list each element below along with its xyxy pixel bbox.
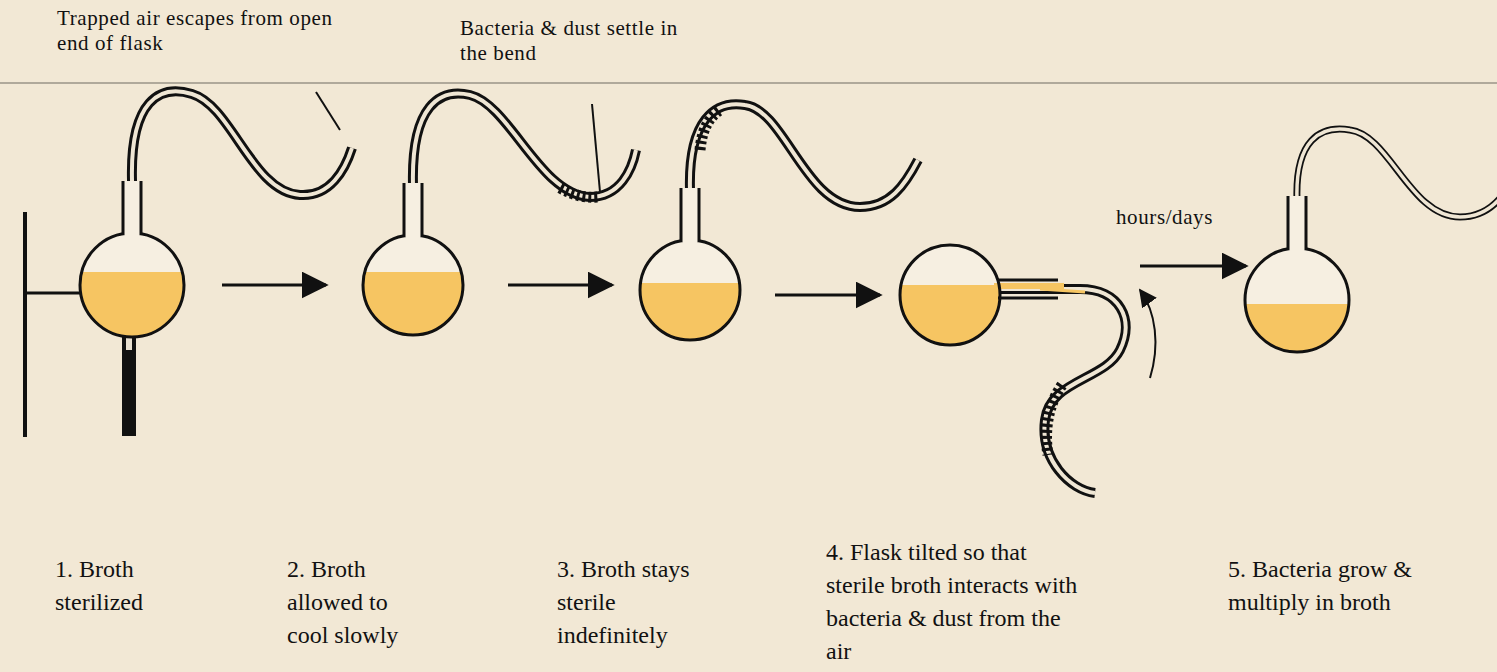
flask-tube-bore <box>413 94 636 236</box>
step-caption: 3. Broth stays sterile indefinitely <box>557 553 729 652</box>
flask-tube-bore <box>690 104 918 241</box>
broth <box>361 272 465 372</box>
tilt-arrow <box>1140 290 1155 378</box>
flask-neck-fill <box>681 188 699 242</box>
step-arrow <box>1140 265 1246 268</box>
flask-bulb <box>1245 248 1349 352</box>
flask-bulb <box>363 235 463 335</box>
dust-deposit <box>700 110 720 150</box>
dust-deposit <box>560 188 598 197</box>
flask-neck <box>123 181 141 235</box>
step-caption: 1. Broth sterilized <box>55 553 205 619</box>
stand-clamp <box>25 292 82 295</box>
leader-line <box>592 104 600 192</box>
stand-rod <box>23 212 27 437</box>
dust-deposit <box>1047 385 1062 455</box>
step-arrow <box>775 294 880 297</box>
flask-tube <box>413 94 636 236</box>
flask-tube-bore <box>132 91 352 236</box>
flask-neck-fill <box>404 183 422 237</box>
note-label: Trapped air escapes from open end of fla… <box>57 6 347 56</box>
swan-neck-flask <box>361 94 636 372</box>
rule-line <box>0 82 1497 83</box>
leader-line <box>316 92 340 130</box>
broth <box>1243 304 1351 408</box>
swan-neck-flask <box>898 245 1126 493</box>
step-arrow <box>222 284 326 287</box>
flask-neck <box>998 280 1058 298</box>
flask-neck-fill <box>123 181 141 235</box>
flask-tube <box>1297 129 1497 250</box>
step-arrow <box>508 284 612 287</box>
flask-tube-bore <box>998 289 1126 493</box>
flask-bulb <box>80 233 184 337</box>
flask-neck-fill <box>1288 196 1306 250</box>
broth <box>78 272 186 376</box>
flask-tube <box>998 289 1126 493</box>
flask-tube <box>690 104 918 241</box>
note-label: Bacteria & dust settle in the bend <box>460 16 700 66</box>
step-caption: 5. Bacteria grow & multiply in broth <box>1228 553 1420 619</box>
flask-tube <box>132 91 352 236</box>
broth <box>638 283 742 383</box>
flask-neck <box>1288 196 1306 250</box>
flask-bulb <box>900 245 1000 345</box>
step-caption: 4. Flask tilted so that sterile broth in… <box>826 536 1088 668</box>
step-caption: 2. Broth allowed to cool slowly <box>287 553 427 652</box>
swan-neck-flask <box>78 91 352 376</box>
flask-neck <box>681 188 699 242</box>
broth-in-neck <box>994 283 1064 289</box>
broth-in-tube <box>1040 289 1085 292</box>
flask-tube-bore <box>1297 129 1497 250</box>
broth <box>898 285 1002 385</box>
flask-bulb <box>640 240 740 340</box>
time-label: hours/days <box>1116 205 1246 230</box>
flask-neck <box>404 183 422 237</box>
swan-neck-flask <box>1243 129 1497 408</box>
swan-neck-flask <box>638 104 918 383</box>
